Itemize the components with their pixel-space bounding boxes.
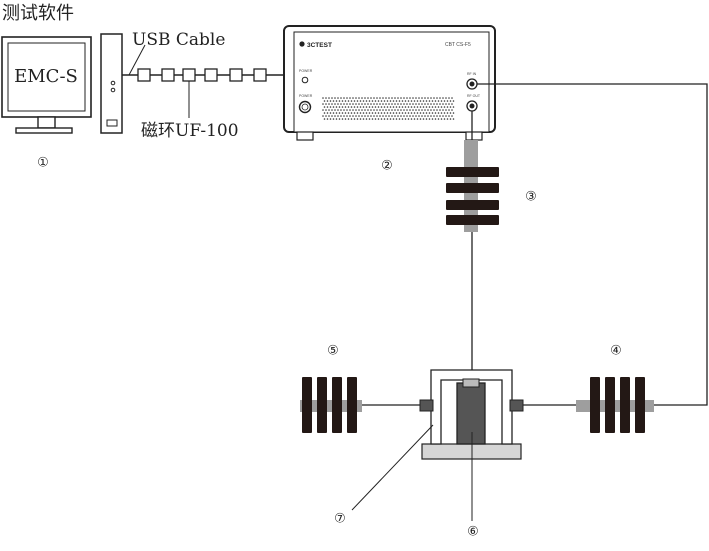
fixture-left-connector	[419, 399, 434, 412]
clamp-disc	[590, 377, 600, 433]
clamp-disc	[446, 215, 499, 225]
clamp-disc	[605, 377, 615, 433]
ferrite-bead	[204, 68, 218, 82]
fixture-right-connector	[509, 399, 524, 412]
clamp-disc	[332, 377, 342, 433]
vent-holes	[322, 97, 455, 120]
ferrite-bead	[137, 68, 151, 82]
monitor-screen-label: EMC-S	[14, 66, 78, 87]
marker-eut: ⑥	[467, 525, 479, 540]
marker-fixture: ⑦	[334, 512, 346, 527]
instrument-foot	[465, 131, 483, 141]
clamp-disc	[302, 377, 312, 433]
coupling-clamp-top	[446, 140, 499, 232]
software-title: 测试软件	[2, 3, 74, 24]
clamp-disc	[317, 377, 327, 433]
tower-led-1	[110, 80, 116, 86]
marker-clamp-right: ④	[610, 344, 622, 359]
usb-cable-assembly: USB Cable 磁环UF-100	[122, 30, 284, 141]
usb-cable-label: USB Cable	[132, 30, 225, 50]
port-label-rf-out: RF OUT	[467, 94, 481, 98]
model-text: CBT CS-F5	[445, 42, 471, 48]
ferrite-bead	[229, 68, 243, 82]
port-label-rf-in: RF IN	[467, 72, 477, 76]
coupling-clamp-left	[300, 377, 362, 433]
clamp-disc	[446, 200, 499, 210]
fixture-frame	[430, 369, 513, 445]
marker-clamp-left: ⑤	[327, 344, 339, 359]
ferrite-bead	[253, 68, 267, 82]
port-label-power-1: POWER	[299, 69, 313, 73]
monitor-base	[15, 127, 73, 134]
instrument-foot	[296, 131, 314, 141]
marker-instrument: ②	[381, 159, 393, 174]
clamp-disc	[347, 377, 357, 433]
test-instrument: 3CTEST CBT CS-F5 RF IN RF OUT POWER POWE…	[283, 25, 496, 141]
monitor-stand	[37, 116, 56, 129]
coupling-clamp-right	[576, 377, 654, 433]
clamp-disc	[635, 377, 645, 433]
usb-label-leader	[128, 44, 146, 76]
eut-body	[456, 382, 486, 445]
clamp-disc	[446, 183, 499, 193]
eut-top-connector	[462, 378, 480, 388]
rf-in-cable	[477, 83, 708, 406]
brand-text: 3CTEST	[307, 42, 332, 49]
brand-logo: 3CTEST	[299, 41, 332, 49]
marker-pc: ①	[37, 156, 49, 171]
clamp-disc	[620, 377, 630, 433]
ferrite-bead	[161, 68, 175, 82]
port-label-power-2: POWER	[299, 94, 313, 98]
pc-computer: EMC-S	[1, 33, 123, 134]
tower-led-2	[110, 87, 116, 93]
monitor-screen	[7, 42, 86, 112]
clamp-disc	[446, 167, 499, 177]
marker-clamp-top: ③	[525, 190, 537, 205]
small-connector	[301, 76, 309, 84]
ferrite-bead	[182, 68, 196, 82]
ferrite-label: 磁环UF-100	[141, 121, 239, 141]
fixture-leader	[351, 424, 434, 511]
tower-drive-slot	[106, 119, 118, 127]
